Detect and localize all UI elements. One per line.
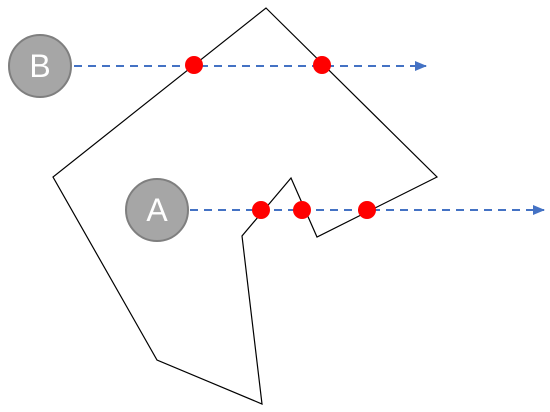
polygon-outline [52, 7, 439, 405]
intersection-point-a-2 [293, 201, 311, 219]
point-a-circle [125, 178, 189, 242]
intersection-point-b-1 [185, 56, 203, 74]
intersection-point-a-1 [252, 201, 270, 219]
intersection-point-b-2 [313, 56, 331, 74]
point-b-circle [8, 34, 72, 98]
intersection-point-a-3 [358, 201, 376, 219]
